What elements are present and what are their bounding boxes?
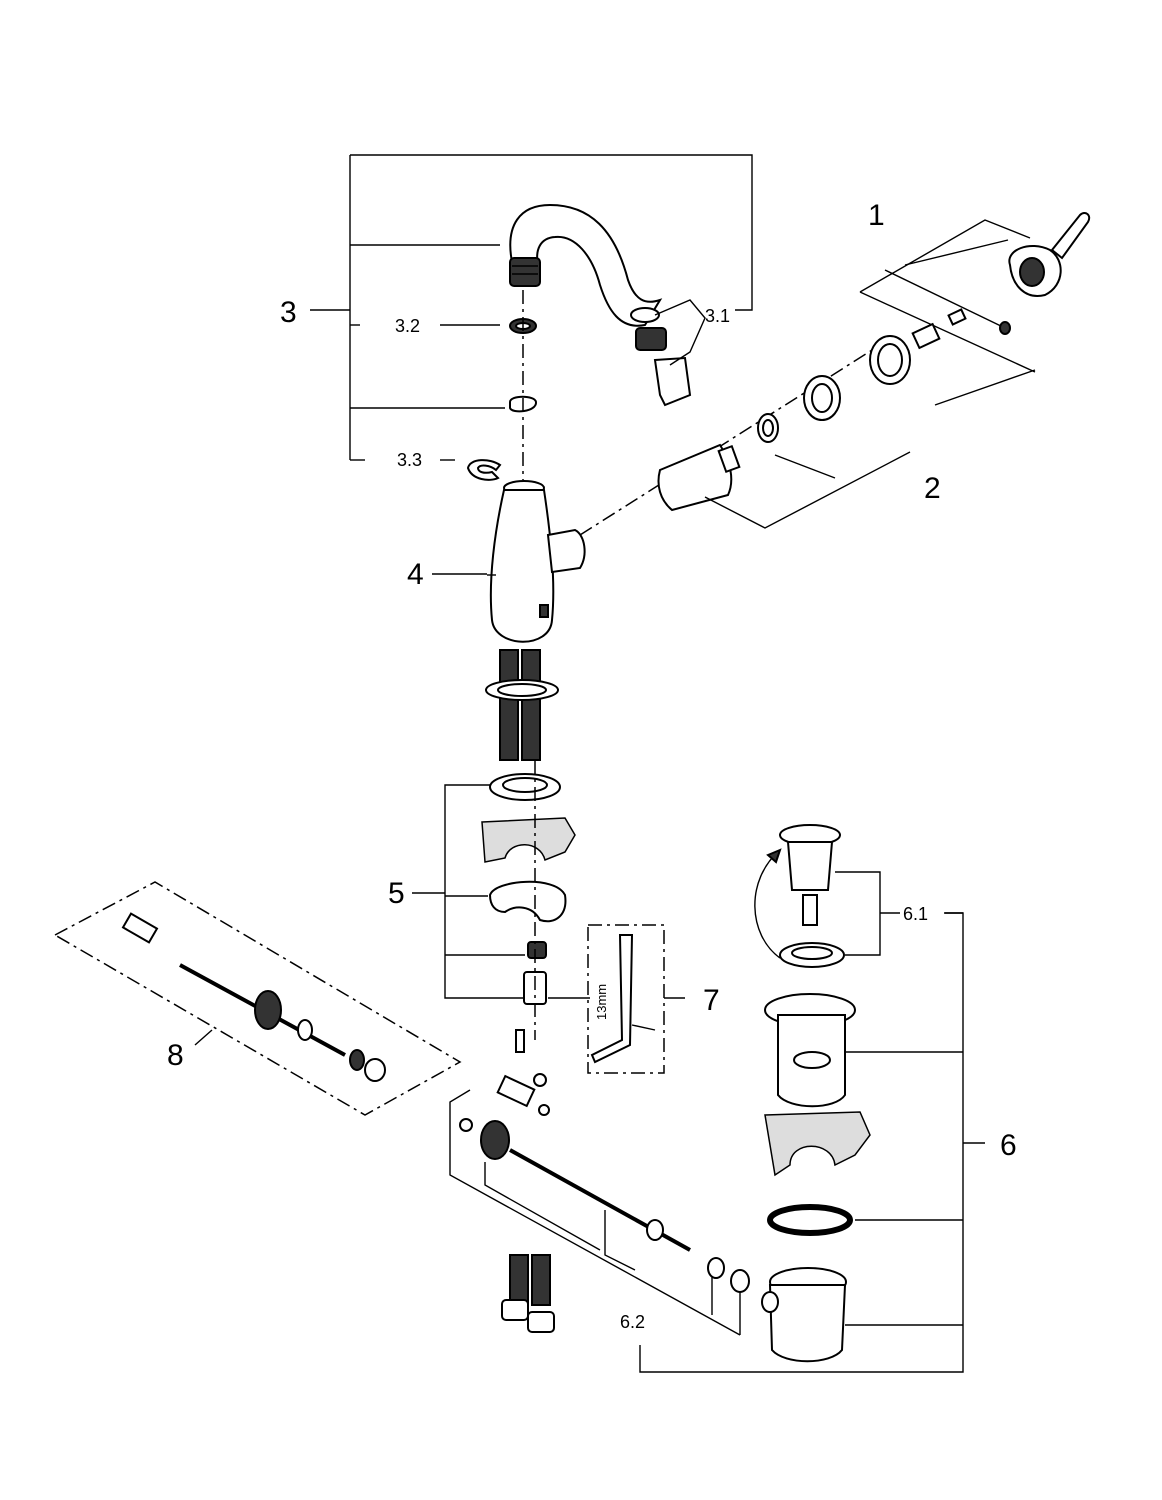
group-6-waste-set: [449, 824, 985, 1373]
grub-screw: [947, 308, 967, 326]
label-1: 1: [868, 199, 885, 232]
group-5-fixing-set: [412, 760, 576, 1040]
label-7: 7: [703, 984, 720, 1017]
rod-clamp-8: [121, 912, 159, 944]
group-3-spout-assembly: [310, 154, 753, 481]
rod-nut-6-2: [480, 1120, 510, 1160]
tool-7-spanner: [548, 924, 685, 1074]
group-2-cartridge-assembly: [579, 335, 911, 536]
rod-washer-8a: [349, 1049, 365, 1071]
rod-pin: [515, 1029, 525, 1053]
label-6-2: 6.2: [620, 1312, 645, 1332]
rod-nut-8: [254, 990, 282, 1030]
label-6: 6: [1000, 1129, 1017, 1162]
spanner-tool: [590, 934, 634, 1064]
waste-gasket: [767, 1204, 853, 1236]
stem-adapter: [911, 322, 941, 350]
group-1-lever-handle: [859, 212, 1091, 406]
mixer-body-4: [432, 480, 586, 761]
label-3-2: 3.2: [395, 316, 420, 336]
label-3-3: 3.3: [397, 450, 422, 470]
label-5: 5: [388, 877, 405, 910]
label-2: 2: [924, 472, 941, 505]
rod-washer-8b: [364, 1058, 386, 1082]
waste-tailpiece: [768, 1284, 847, 1363]
lever-arm: [1050, 212, 1091, 260]
basin-section-5: [481, 817, 576, 863]
spout-outlet-aerator: [509, 257, 541, 287]
rod-clamp-6-2: [496, 1074, 536, 1108]
hose-connector-right: [531, 1254, 551, 1306]
spout: [509, 203, 663, 327]
hose-connector-left: [509, 1254, 529, 1306]
aerator-seal-ring: [630, 307, 660, 323]
aerator-insert: [635, 327, 667, 351]
circlip-3-3: [466, 459, 502, 481]
plug-stem: [786, 841, 834, 891]
label-8: 8: [167, 1039, 184, 1072]
supply-hose-right: [521, 649, 541, 761]
handle-plug: [999, 321, 1011, 335]
rod-washer-6-2b: [730, 1269, 750, 1293]
fixing-nut: [527, 941, 547, 959]
label-3: 3: [280, 296, 297, 329]
mixer-body: [489, 489, 555, 643]
label-3-1: 3.1: [705, 306, 730, 326]
horseshoe-washer: [488, 880, 567, 923]
cartridge-housing: [546, 528, 586, 574]
basin-section-6: [764, 1111, 871, 1177]
group-8-pop-up-rod-kit: [53, 881, 462, 1116]
label-6-1: 6.1: [903, 904, 928, 924]
tool-size-label: 13mm: [594, 984, 609, 1020]
aerator-key: [653, 356, 692, 407]
supply-hose-left: [499, 649, 519, 761]
label-4: 4: [407, 558, 424, 591]
rod-washer-6-2a: [707, 1257, 725, 1279]
